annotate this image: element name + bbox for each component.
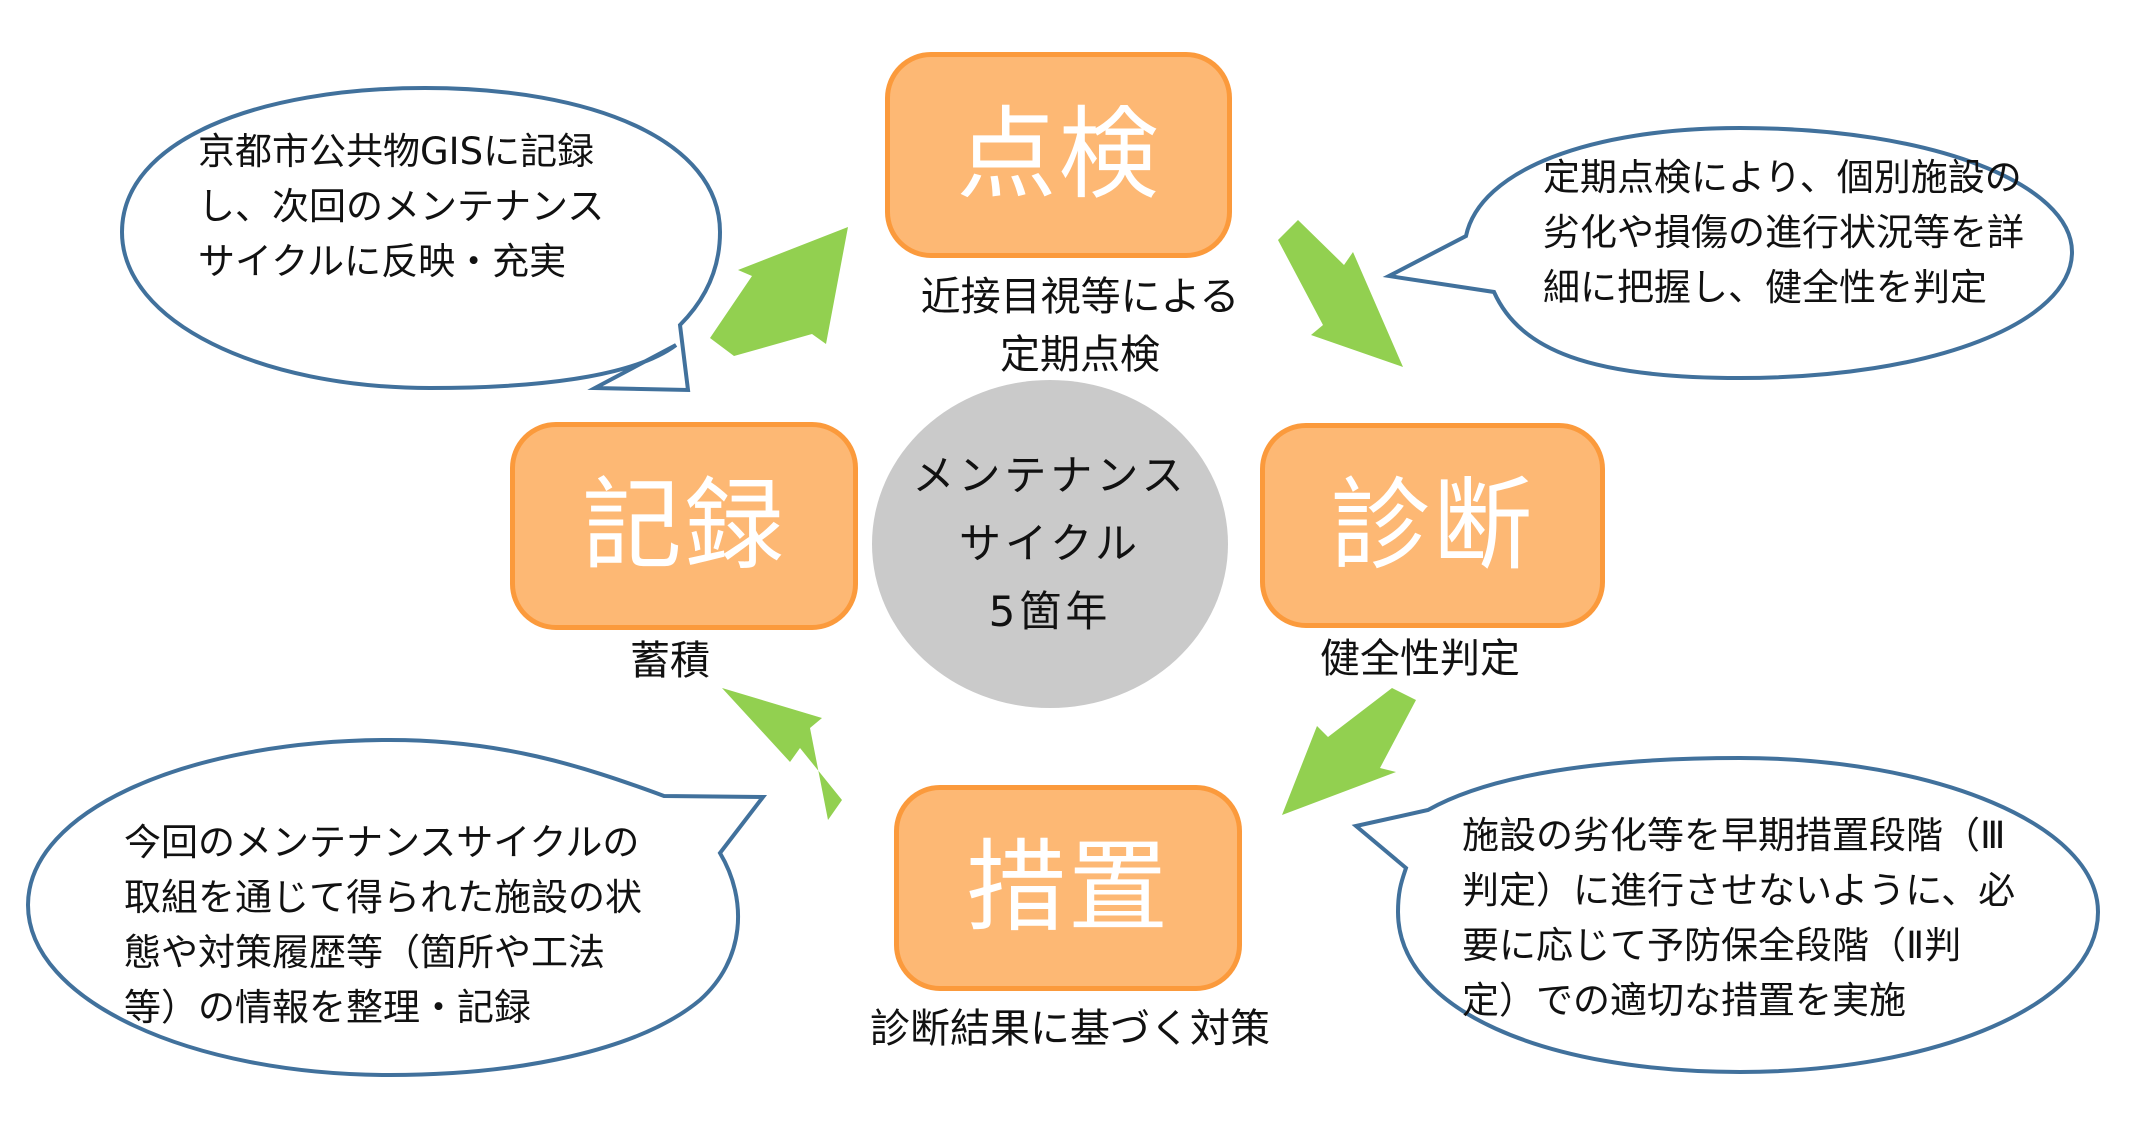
center-line-2: サイクル xyxy=(959,519,1141,568)
bubble-text-measures-note: 施設の劣化等を早期措置段階（Ⅲ 判定）に進行させないように、必 要に応じて予防保… xyxy=(1462,808,2015,1028)
center-line-1: メンテナンス xyxy=(912,451,1188,500)
step-caption-diagnosis: 健全性判定 xyxy=(1270,630,1570,688)
speech-bubble-inspection-note xyxy=(1382,125,2075,381)
bubble-line: 今回のメンテナンスサイクルの xyxy=(124,821,640,864)
step-caption-inspection-line-1: 近接目視等による xyxy=(920,274,1240,320)
step-caption-inspection: 近接目視等による 定期点検 xyxy=(880,268,1280,384)
bubble-line: 要に応じて予防保全段階（Ⅱ判 xyxy=(1462,924,1962,967)
arrow-up-left-icon xyxy=(722,688,842,820)
bubble-text-inspection-note: 定期点検により、個別施設の 劣化や損傷の進行状況等を詳 細に把握し、健全性を判定 xyxy=(1543,150,2024,315)
step-caption-diagnosis-line-1: 健全性判定 xyxy=(1320,636,1520,682)
step-caption-measures-line-1: 診断結果に基づく対策 xyxy=(870,1006,1270,1052)
arrow-down-left-icon xyxy=(1282,688,1416,815)
bubble-line: 劣化や損傷の進行状況等を詳 xyxy=(1543,211,2024,254)
bubble-line: し、次回のメンテナンス xyxy=(198,185,605,228)
center-cycle-circle: メンテナンス サイクル 5箇年 xyxy=(872,380,1228,708)
step-label-diagnosis: 診断 xyxy=(1330,466,1535,584)
step-box-diagnosis: 診断 xyxy=(1260,423,1605,628)
bubble-line: 京都市公共物GISに記録 xyxy=(198,130,595,173)
step-caption-inspection-line-2: 定期点検 xyxy=(1000,332,1160,378)
center-line-3: 5箇年 xyxy=(988,587,1112,636)
arrow-up-right-icon xyxy=(710,227,848,356)
step-label-inspection: 点検 xyxy=(956,96,1161,213)
step-caption-record: 蓄積 xyxy=(590,632,750,690)
step-box-measures: 措置 xyxy=(894,785,1242,991)
bubble-line: 判定）に進行させないように、必 xyxy=(1462,869,2016,912)
step-box-inspection: 点検 xyxy=(885,52,1232,258)
step-label-measures: 措置 xyxy=(966,829,1170,946)
speech-bubble-accumulate-note xyxy=(25,737,768,1078)
bubble-line: 取組を通じて得られた施設の状 xyxy=(124,876,642,919)
bubble-line: 定）での適切な措置を実施 xyxy=(1462,979,1906,1022)
step-caption-measures: 診断結果に基づく対策 xyxy=(850,1000,1290,1058)
step-label-record: 記録 xyxy=(582,467,786,584)
step-caption-record-line-1: 蓄積 xyxy=(630,638,710,684)
bubble-text-accumulate-note: 今回のメンテナンスサイクルの 取組を通じて得られた施設の状 態や対策履歴等（箇所… xyxy=(124,815,642,1035)
bubble-line: 態や対策履歴等（箇所や工法 xyxy=(124,931,605,974)
arrow-down-right-icon xyxy=(1278,220,1403,367)
speech-bubble-measures-note xyxy=(1351,755,2101,1075)
bubble-text-record-note: 京都市公共物GISに記録 し、次回のメンテナンス サイクルに反映・充実 xyxy=(198,124,604,289)
bubble-line: 施設の劣化等を早期措置段階（Ⅲ xyxy=(1462,814,2006,857)
bubble-line: サイクルに反映・充実 xyxy=(198,240,567,283)
bubble-line: 定期点検により、個別施設の xyxy=(1543,156,2022,199)
step-box-record: 記録 xyxy=(510,422,858,630)
bubble-line: 等）の情報を整理・記録 xyxy=(124,986,531,1029)
speech-bubble-record-note xyxy=(119,85,723,393)
bubble-line: 細に把握し、健全性を判定 xyxy=(1543,266,1987,309)
